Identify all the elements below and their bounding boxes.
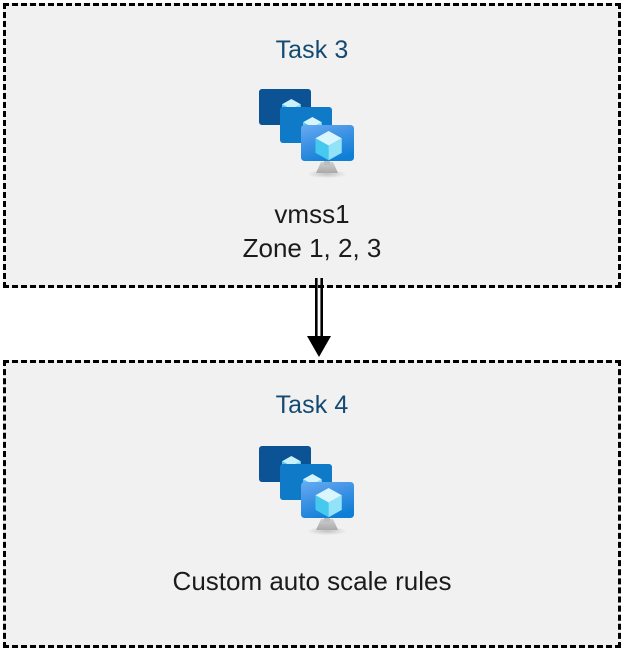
task-node-content: Task 4 [6, 363, 618, 645]
task-4-heading: Task 4 [275, 391, 349, 419]
vm-scale-set-icon [259, 446, 354, 536]
caption-line-autoscale-rules: Custom auto scale rules [172, 566, 452, 596]
caption-line-zones: Zone 1, 2, 3 [242, 233, 382, 263]
task-3-caption: vmss1 Zone 1, 2, 3 [243, 197, 382, 265]
caption-line-vmss-name: vmss1 [274, 199, 350, 229]
task-node-content: Task 3 [6, 6, 618, 285]
task-node-task-3[interactable]: Task 3 [3, 3, 621, 288]
task3-to-task4-arrow [307, 278, 331, 357]
task-3-heading: Task 3 [275, 36, 349, 64]
vm-scale-set-icon [259, 89, 354, 179]
task-4-caption: Custom auto scale rules [173, 564, 452, 598]
task-node-task-4[interactable]: Task 4 [3, 360, 621, 648]
